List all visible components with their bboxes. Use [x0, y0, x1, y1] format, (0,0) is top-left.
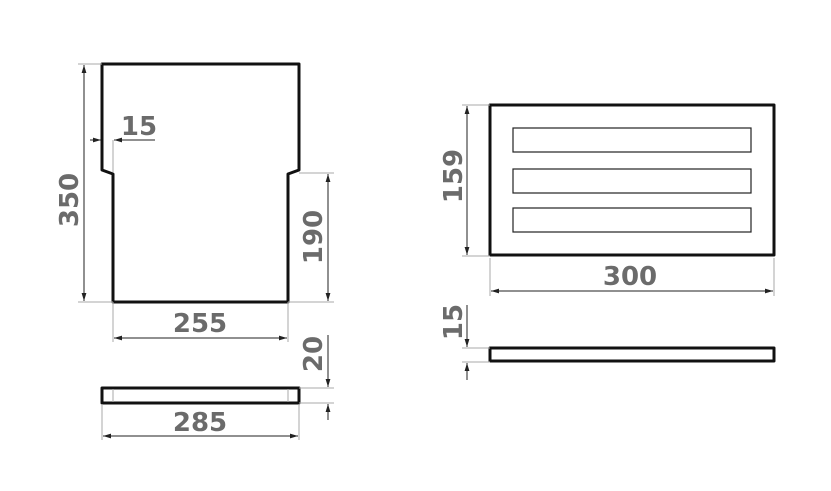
slot [512, 168, 752, 194]
front-view: 350 15 190 255 [55, 62, 334, 342]
dimension-label-height: 350 [55, 173, 85, 227]
dimension-label-plate-width: 285 [173, 408, 227, 438]
dimension-label-plate-thickness: 20 [299, 336, 329, 372]
dimension-label-top-height: 159 [439, 149, 469, 203]
dimension-label-lower-width: 255 [173, 309, 227, 339]
slot [512, 207, 752, 233]
top-outline [488, 103, 776, 257]
side-plate-outline [488, 346, 776, 363]
dimension-label-step: 15 [121, 112, 157, 142]
front-plate: 20 285 [100, 335, 334, 440]
side-plate: 15 [439, 304, 776, 380]
front-outline [100, 62, 301, 304]
slot [512, 127, 752, 153]
dimension-label-lower-height: 190 [299, 210, 329, 264]
dimension-label-side-thickness: 15 [439, 304, 469, 340]
plate-outline [100, 386, 301, 405]
top-view: 159 300 [439, 103, 776, 296]
dimension-label-top-width: 300 [603, 262, 657, 292]
